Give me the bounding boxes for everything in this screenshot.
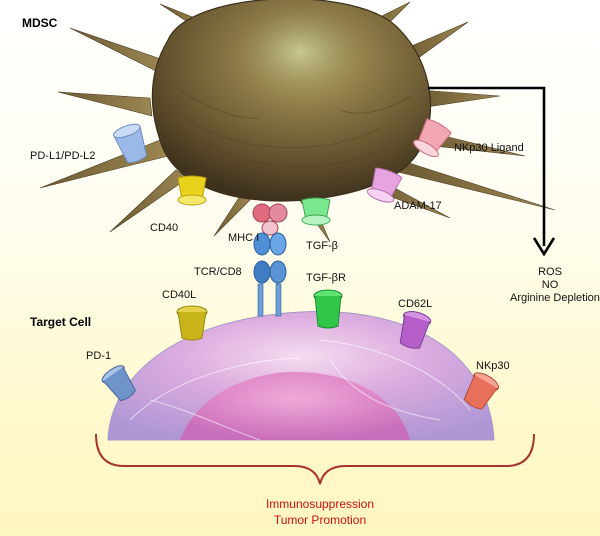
target-cell-title: Target Cell	[30, 315, 92, 329]
label-cd40l: CD40L	[162, 289, 197, 301]
outcome-tumor-promotion: Tumor Promotion	[273, 513, 367, 527]
label-nkp30-ligand: NKp30 Ligand	[454, 142, 524, 154]
receptor-cd62l	[399, 311, 432, 349]
receptor-pdl1	[113, 123, 148, 164]
receptor-nkp30-ligand	[413, 118, 452, 158]
effect-arginine-depletion: Arginine Depletion	[510, 292, 600, 304]
receptor-tgfb	[301, 197, 331, 226]
label-pdl1: PD-L1/PD-L2	[30, 150, 96, 162]
receptor-cd40	[177, 175, 207, 206]
label-nkp30: NKp30	[476, 360, 510, 372]
label-adam17: ADAM-17	[394, 200, 442, 212]
effect-no: NO	[541, 279, 559, 291]
outcome-text: Immunosuppression Tumor Promotion	[200, 496, 440, 528]
label-mhc1: MHC I	[228, 232, 260, 244]
label-tgfb: TGF-β	[306, 240, 338, 252]
label-cd40: CD40	[150, 222, 179, 234]
receptor-adam17	[366, 167, 403, 203]
label-tgfbr: TGF-βR	[306, 272, 346, 284]
receptor-pd1	[101, 365, 136, 402]
receptor-tcr-cd8	[253, 232, 287, 317]
label-tcr-cd8: TCR/CD8	[194, 266, 242, 278]
outcome-immunosuppression: Immunosuppression	[265, 497, 375, 511]
receptor-tgfbr	[313, 289, 343, 329]
mdsc-title: MDSC	[22, 16, 58, 30]
label-cd62l: CD62L	[398, 298, 433, 310]
receptor-nkp30	[463, 372, 499, 410]
mdsc-nucleus	[238, 6, 362, 98]
effects-list: ROS NO Arginine Depletion	[510, 266, 600, 305]
outcome-bracket	[95, 433, 535, 485]
target-cell	[107, 311, 495, 441]
effects-arrow	[428, 86, 556, 257]
receptor-mhc1	[252, 203, 288, 236]
label-pd1: PD-1	[86, 350, 112, 362]
target-nucleus	[180, 371, 410, 440]
receptor-cd40l	[176, 305, 208, 341]
effect-ros: ROS	[538, 266, 562, 278]
